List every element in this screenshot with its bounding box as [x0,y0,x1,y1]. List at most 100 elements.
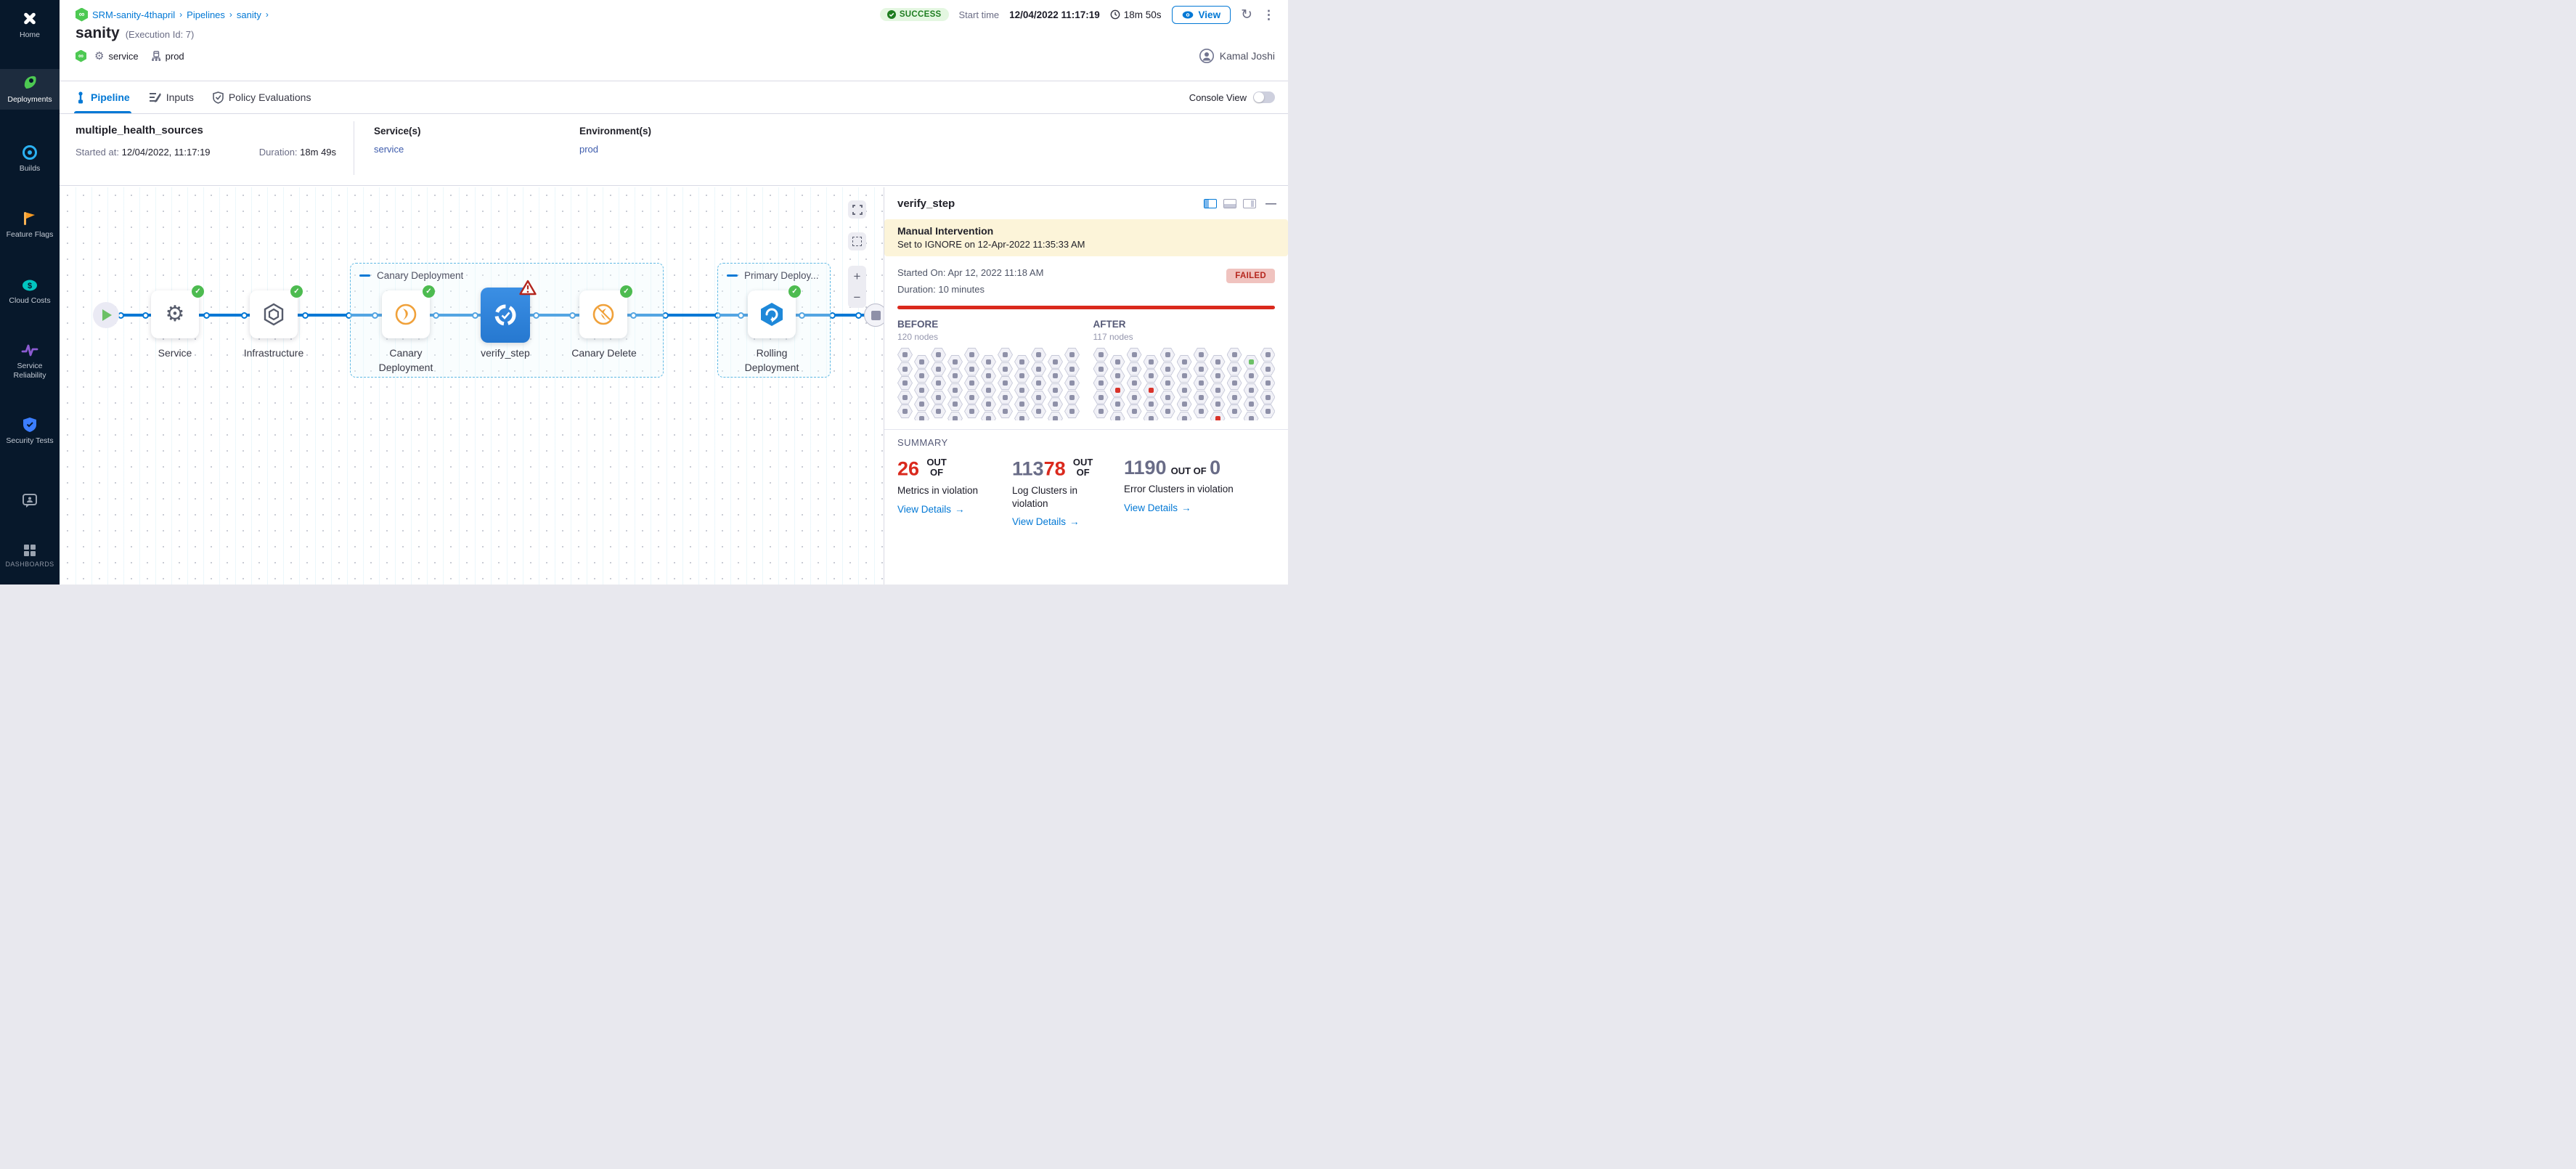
node-hexagon[interactable] [931,362,946,376]
tab-inputs[interactable]: Inputs [149,81,194,113]
node-hexagon[interactable] [1260,376,1275,390]
node-hexagon[interactable] [1210,411,1226,420]
collapse-dash-icon[interactable] [359,274,370,277]
node-service[interactable]: ⚙ ✓ [151,285,204,338]
node-hexagon[interactable] [1014,383,1030,397]
node-hexagon[interactable] [931,348,946,362]
node-hexagon[interactable] [1093,390,1109,404]
node-hexagon[interactable] [1109,411,1125,420]
sidebar-item-home[interactable]: Home [0,4,60,45]
node-hexagon[interactable] [947,354,963,369]
node-hexagon[interactable] [981,383,996,397]
node-hexagon[interactable] [1048,383,1063,397]
zoom-out-button[interactable]: − [853,290,861,304]
node-hexagon[interactable] [1193,362,1209,376]
sidebar-item-feature-flags[interactable]: Feature Flags [0,205,60,245]
node-hexagon[interactable] [964,404,979,418]
node-hexagon[interactable] [1226,362,1242,376]
node-hexagon[interactable] [914,411,929,420]
layout-right-panel-icon[interactable] [1204,198,1217,208]
node-hexagon[interactable] [1176,411,1192,420]
node-hexagon[interactable] [1210,397,1226,412]
node-hexagon[interactable] [1031,362,1046,376]
node-hexagon[interactable] [1064,376,1080,390]
minimize-panel-icon[interactable]: — [1265,197,1276,210]
node-hexagon[interactable] [897,362,913,376]
kebab-menu-icon[interactable]: ⋮ [1263,7,1275,22]
node-hexagon[interactable] [1260,362,1275,376]
node-hexagon[interactable] [964,376,979,390]
node-hexagon[interactable] [1210,354,1226,369]
node-hexagon[interactable] [1243,383,1259,397]
node-hexagon[interactable] [1109,354,1125,369]
node-hexagon[interactable] [964,348,979,362]
view-details-link[interactable]: View Details→ [1012,516,1080,528]
node-hexagon[interactable] [947,397,963,412]
breadcrumb-project[interactable]: SRM-sanity-4thapril [92,9,176,20]
pipeline-end-node[interactable] [864,304,884,327]
node-hexagon[interactable] [914,383,929,397]
node-hexagon[interactable] [897,390,913,404]
tab-pipeline[interactable]: Pipeline [74,81,131,113]
node-hexagon[interactable] [981,354,996,369]
node-hexagon[interactable] [931,390,946,404]
node-hexagon[interactable] [981,411,996,420]
service-link[interactable]: service [374,144,404,155]
node-hexagon[interactable] [947,369,963,383]
node-hexagon[interactable] [1260,348,1275,362]
collapse-dash-icon[interactable] [727,274,738,277]
fullscreen-button[interactable] [848,200,866,219]
before-node-grid[interactable] [897,348,1080,420]
node-hexagon[interactable] [1064,348,1080,362]
node-hexagon[interactable] [1260,404,1275,418]
node-hexagon[interactable] [1109,397,1125,412]
node-hexagon[interactable] [981,369,996,383]
node-hexagon[interactable] [947,411,963,420]
sidebar-item-service-reliability[interactable]: Service Reliability [0,337,60,386]
layout-bottom-panel-icon[interactable] [1223,198,1236,208]
layout-minimal-panel-icon[interactable] [1243,198,1256,208]
node-hexagon[interactable] [931,376,946,390]
node-hexagon[interactable] [1031,390,1046,404]
node-hexagon[interactable] [998,362,1013,376]
sidebar-item-dashboards[interactable]: DASHBOARDS [0,539,60,574]
node-hexagon[interactable] [1031,376,1046,390]
node-hexagon[interactable] [1064,362,1080,376]
node-hexagon[interactable] [914,397,929,412]
node-hexagon[interactable] [1014,354,1030,369]
user-chip[interactable]: Kamal Joshi [1199,49,1275,63]
view-details-link[interactable]: View Details→ [897,503,965,515]
node-hexagon[interactable] [1159,348,1175,362]
after-node-grid[interactable] [1093,348,1275,420]
selection-tool-button[interactable] [848,232,866,250]
node-hexagon[interactable] [1193,390,1209,404]
node-hexagon[interactable] [1176,354,1192,369]
node-verify-step[interactable] [481,280,537,343]
node-hexagon[interactable] [1159,376,1175,390]
node-hexagon[interactable] [964,362,979,376]
node-hexagon[interactable] [998,376,1013,390]
node-hexagon[interactable] [1126,390,1142,404]
node-hexagon[interactable] [1226,404,1242,418]
node-hexagon[interactable] [1048,369,1063,383]
node-hexagon[interactable] [1109,383,1125,397]
pipeline-canvas[interactable]: Canary Deployment Primary Deploy... ⚙ ✓ … [60,187,884,584]
node-hexagon[interactable] [1193,348,1209,362]
node-hexagon[interactable] [897,404,913,418]
node-hexagon[interactable] [1093,348,1109,362]
node-hexagon[interactable] [1093,404,1109,418]
zoom-in-button[interactable]: + [853,269,861,283]
node-hexagon[interactable] [1048,354,1063,369]
node-infrastructure[interactable]: ✓ [250,285,303,338]
node-hexagon[interactable] [914,354,929,369]
node-hexagon[interactable] [964,390,979,404]
node-hexagon[interactable] [1031,348,1046,362]
node-hexagon[interactable] [998,348,1013,362]
pipeline-start-node[interactable] [93,302,119,328]
node-hexagon[interactable] [914,369,929,383]
view-details-link[interactable]: View Details→ [1124,502,1191,513]
node-hexagon[interactable] [1243,411,1259,420]
node-hexagon[interactable] [1048,397,1063,412]
sidebar-item-chat[interactable] [0,488,60,518]
sidebar-item-deployments[interactable]: Deployments [0,69,60,110]
